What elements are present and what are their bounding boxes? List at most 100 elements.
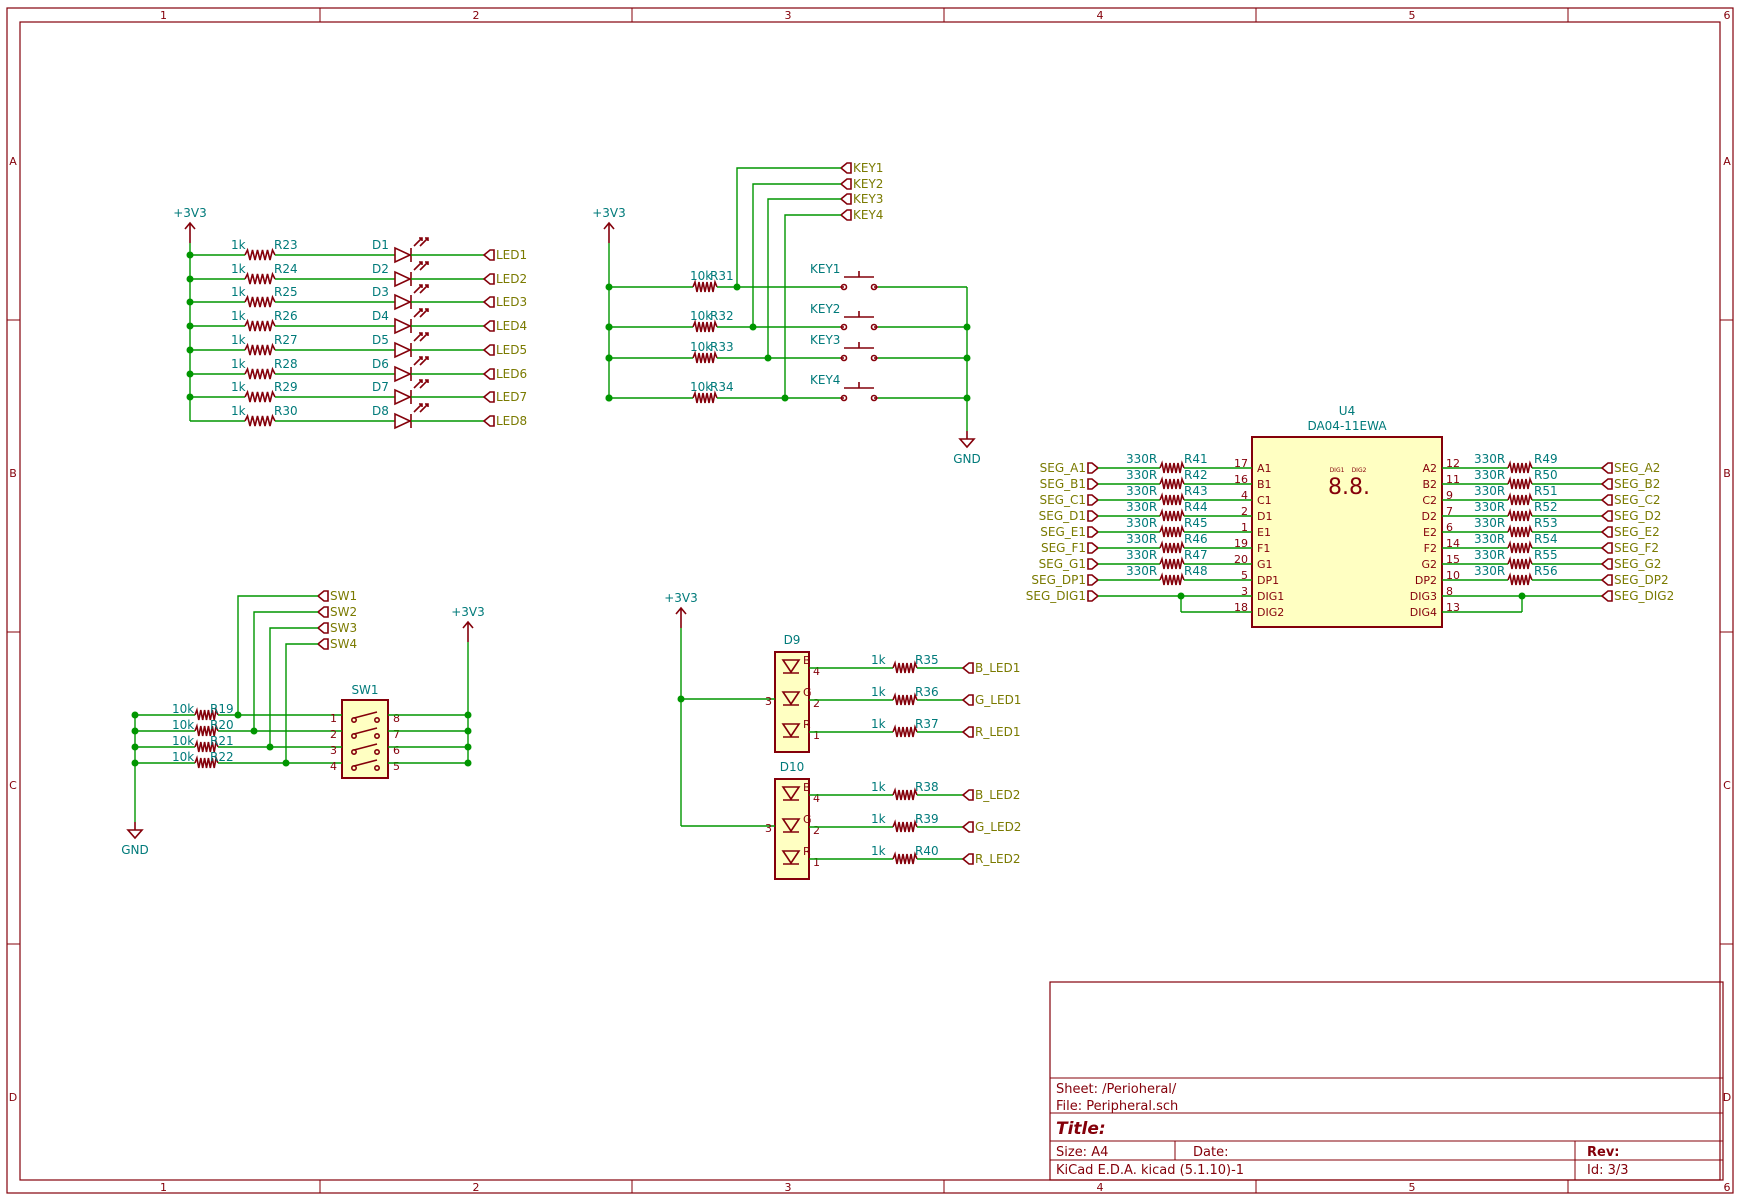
led-net-label: LED6 — [496, 367, 527, 381]
dip-lever-icon — [353, 727, 378, 735]
key-resistor-ref: R33 — [710, 340, 734, 354]
display-left-net-label: SEG_F1 — [1041, 541, 1086, 555]
resistor-symbol — [1507, 572, 1533, 586]
led-emission-icon — [413, 284, 429, 294]
title-block-tool: KiCad E.D.A. kicad (5.1.10)-1 — [1056, 1163, 1244, 1178]
display-right-net-label: SEG_DP2 — [1614, 573, 1669, 587]
resistor-symbol — [244, 413, 276, 427]
display-right-pin-name: C2 — [1422, 494, 1437, 507]
display-left-pin-name: A1 — [1257, 462, 1272, 475]
display-left-resistor-value: 330R — [1126, 468, 1157, 482]
display-left-resistor-value: 330R — [1126, 564, 1157, 578]
label-flag-icon — [1087, 462, 1100, 474]
display-right-pin-name: D2 — [1422, 510, 1437, 523]
dip-resistor-value: 10k — [172, 750, 194, 764]
led-diode-ref: D6 — [372, 357, 389, 371]
led-net-label: LED5 — [496, 343, 527, 357]
display-right-dig-pin-number: 8 — [1446, 585, 1453, 598]
label-flag-icon — [1600, 574, 1613, 586]
rgb-net-label: B_LED2 — [975, 788, 1020, 802]
rgb-net-label: G_LED1 — [975, 693, 1021, 707]
display-right-net-label: SEG_C2 — [1614, 493, 1661, 507]
display-right-resistor-value: 330R — [1474, 516, 1505, 530]
label-flag-icon — [1600, 526, 1613, 538]
display-right-net-label: SEG_A2 — [1614, 461, 1660, 475]
dip-tap-wire — [237, 595, 318, 715]
grid-row-left: A — [9, 155, 17, 168]
label-flag-icon — [961, 789, 974, 801]
label-flag-icon — [482, 273, 495, 285]
label-flag-icon — [1087, 590, 1100, 602]
label-flag-icon — [482, 344, 495, 356]
resistor-symbol — [692, 350, 718, 364]
led-diode-ref: D7 — [372, 380, 389, 394]
display-left-net-label: SEG_B1 — [1040, 477, 1086, 491]
dip-resistor-value: 10k — [172, 734, 194, 748]
display-right-resistor-ref: R51 — [1534, 484, 1558, 498]
title-block-title: Title: — [1056, 1119, 1106, 1139]
power-arrow-icon — [184, 221, 196, 243]
resistor-symbol — [244, 389, 276, 403]
label-flag-icon — [316, 590, 329, 602]
dip-lever-icon — [353, 759, 378, 767]
rgb-resistor-value: 1k — [871, 780, 886, 794]
key-tap-wire — [736, 167, 841, 287]
dip-left-pin-number: 3 — [330, 744, 337, 757]
display-right-resistor-value: 330R — [1474, 564, 1505, 578]
junction-dot — [464, 711, 472, 719]
dip-ground-label: GND — [121, 843, 149, 857]
key-ground-label: GND — [953, 452, 981, 466]
outer-border — [6, 7, 1734, 1194]
display-ref: U4 — [1339, 404, 1355, 418]
pushbutton-contact-icon — [840, 394, 848, 402]
label-flag-icon — [839, 162, 852, 174]
rgb-resistor-value: 1k — [871, 717, 886, 731]
resistor-symbol — [1507, 492, 1533, 506]
key-switch-ref: KEY2 — [810, 302, 840, 316]
display-right-resistor-ref: R52 — [1534, 500, 1558, 514]
display-left-pin-name: G1 — [1257, 558, 1273, 571]
display-left-dig-pin-name: DIG2 — [1257, 606, 1284, 619]
display-left-pin-number: 2 — [1241, 505, 1248, 518]
rgb-net-label: R_LED2 — [975, 852, 1020, 866]
resistor-symbol — [1507, 556, 1533, 570]
display-left-net-label: SEG_E1 — [1040, 525, 1086, 539]
led-emission-icon — [413, 379, 429, 389]
key-resistor-ref: R32 — [710, 309, 734, 323]
dip-net-label: SW1 — [330, 589, 357, 603]
key-net-label: KEY2 — [853, 177, 883, 191]
dip-resistor-value: 10k — [172, 718, 194, 732]
label-flag-icon — [482, 249, 495, 261]
key-resistor-ref: R34 — [710, 380, 734, 394]
grid-row-right: C — [1723, 779, 1731, 792]
rgb-diode-icon — [781, 786, 801, 801]
dip-net-label: SW4 — [330, 637, 357, 651]
grid-row-left: B — [9, 467, 17, 480]
led-resistor-value: 1k — [231, 357, 246, 371]
junction-dot — [464, 727, 472, 735]
dip-switch-body — [341, 699, 389, 779]
resistor-symbol — [1507, 460, 1533, 474]
display-part: DA04-11EWA — [1307, 419, 1387, 433]
grid-col-bottom: 6 — [1724, 1181, 1731, 1194]
display-right-dig-pin-name: DIG4 — [1410, 606, 1437, 619]
key-resistor-value: 10k — [690, 309, 712, 323]
resistor-symbol — [244, 318, 276, 332]
key-switch-ref: KEY4 — [810, 373, 840, 387]
display-left-net-label: SEG_G1 — [1039, 557, 1086, 571]
title-block-date: Date: — [1193, 1145, 1228, 1160]
display-right-pin-number: 12 — [1446, 457, 1460, 470]
led-resistor-ref: R24 — [274, 262, 298, 276]
pushbutton-contact-icon — [870, 354, 878, 362]
label-flag-icon — [1087, 526, 1100, 538]
grid-row-right: A — [1723, 155, 1731, 168]
key-power-label: +3V3 — [592, 206, 626, 220]
display-right-pin-number: 15 — [1446, 553, 1460, 566]
rgb-resistor-ref: R35 — [915, 653, 939, 667]
display-left-net-label: SEG_C1 — [1039, 493, 1086, 507]
rgb-net-label: B_LED1 — [975, 661, 1020, 675]
led-diode-ref: D8 — [372, 404, 389, 418]
resistor-symbol — [1159, 460, 1185, 474]
resistor-symbol — [244, 366, 276, 380]
label-flag-icon — [1087, 542, 1100, 554]
